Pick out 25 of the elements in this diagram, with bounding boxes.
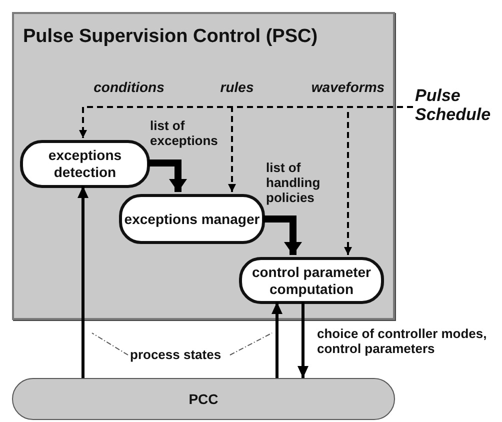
leader-line: [230, 332, 272, 356]
box-label: exceptions manager: [124, 210, 260, 228]
process-box: [119, 194, 265, 244]
arrow: [263, 216, 302, 255]
panel-title: Pulse Supervision Control (PSC): [23, 26, 318, 48]
edge-label: waveforms: [310, 80, 386, 95]
edge-label: list of handling policies: [266, 160, 322, 205]
arrow: [272, 302, 282, 378]
box-label: exceptions detection: [47, 147, 123, 181]
leader-line: [92, 332, 128, 356]
edge-label: choice of controller modes, control parameters: [317, 326, 488, 356]
note-label: process states: [130, 346, 222, 363]
arrow: [148, 160, 187, 192]
arrow: [298, 302, 308, 378]
box-label: PCC: [188, 390, 218, 408]
system-bar: [12, 378, 395, 420]
arrow: [78, 186, 88, 378]
box-label: control parameter computation: [250, 264, 372, 298]
edge-label: conditions: [92, 80, 166, 95]
system-panel: [12, 12, 395, 320]
edge-label: rules: [219, 80, 255, 95]
source-label: Pulse Schedule: [415, 86, 492, 124]
process-box: [20, 140, 150, 188]
edge-label: list of exceptions: [150, 118, 219, 148]
process-box: [239, 257, 384, 304]
